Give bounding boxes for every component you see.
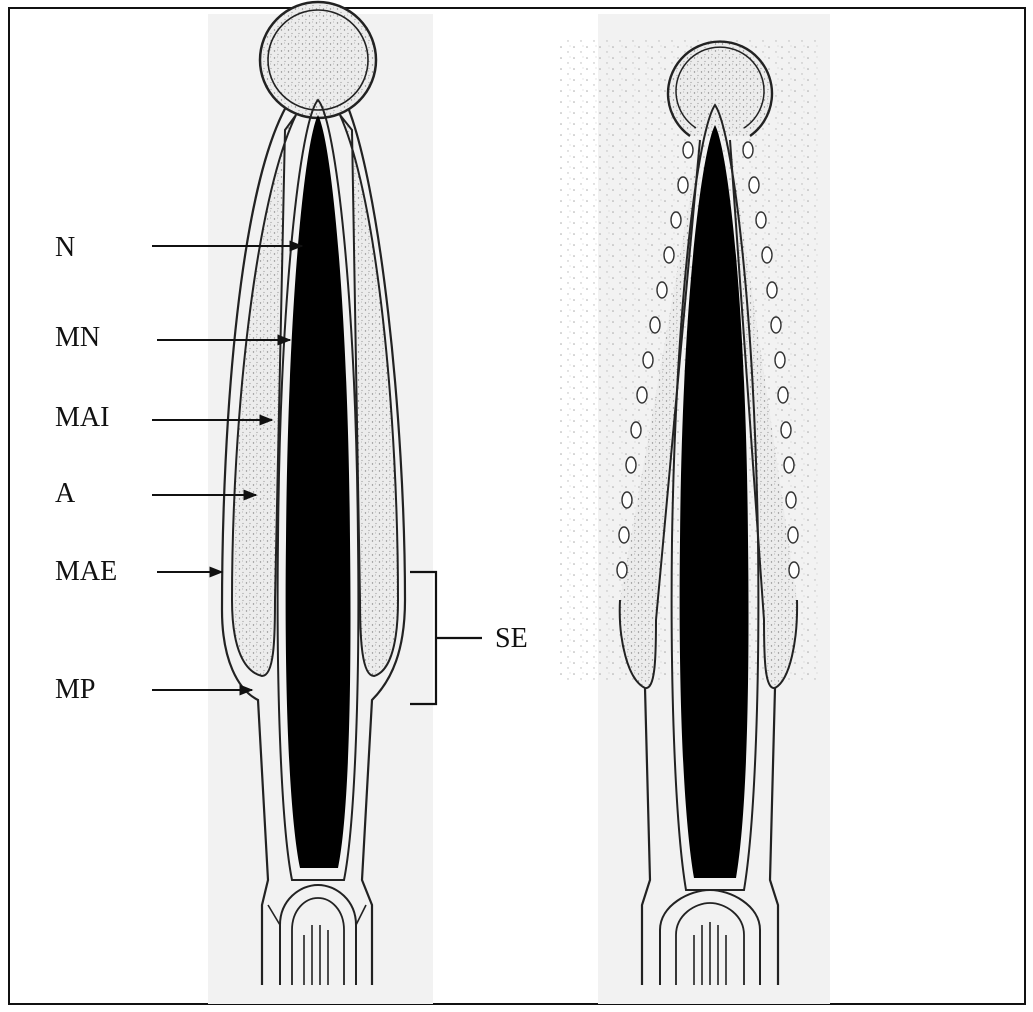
se-bracket xyxy=(410,572,482,704)
label-mp: MP xyxy=(55,676,95,704)
label-mn: MN xyxy=(55,324,100,352)
label-a: A xyxy=(55,480,75,508)
label-mae: MAE xyxy=(55,558,117,586)
label-n: N xyxy=(55,234,75,262)
label-se: SE xyxy=(495,625,528,653)
intact-sperm-drawing xyxy=(222,2,405,985)
reacted-sperm-drawing xyxy=(560,40,820,985)
label-mai: MAI xyxy=(55,404,109,432)
